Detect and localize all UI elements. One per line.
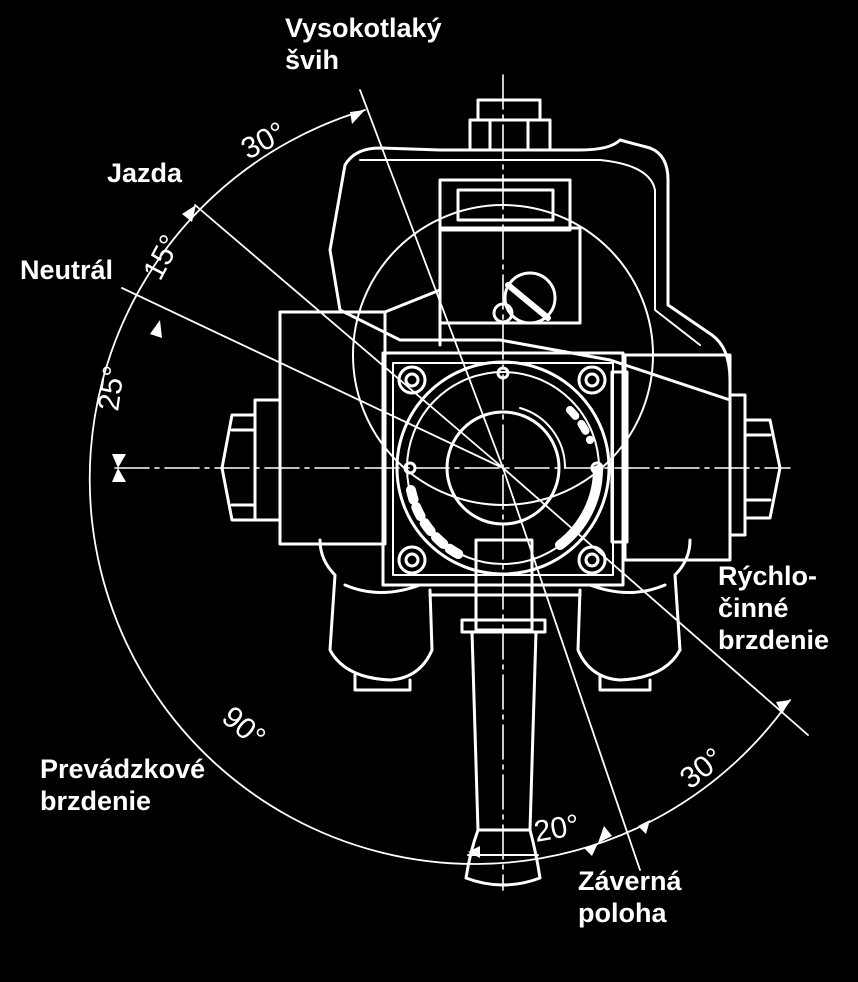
angle-25: 25°	[92, 363, 131, 413]
valve-body-outline	[328, 138, 732, 402]
line-neutral	[121, 287, 504, 469]
left-block	[220, 288, 442, 546]
position-lines	[121, 89, 809, 871]
line-drive	[194, 204, 504, 469]
line-high-pressure	[359, 89, 504, 469]
line-lockout	[502, 467, 641, 871]
label-rapid-braking: Rýchlo- činné brzdenie	[718, 561, 830, 655]
angle-15: 15°	[137, 230, 187, 286]
line-rapid-braking	[502, 467, 809, 736]
lower-cylinders	[318, 538, 692, 692]
top-nut	[468, 98, 552, 152]
upper-boss	[438, 178, 582, 325]
angle-arc	[88, 109, 791, 865]
right-block	[610, 353, 782, 562]
label-drive: Jazda	[107, 158, 183, 188]
label-service-braking: Prevádzkové brzdenie	[40, 754, 206, 816]
label-neutral: Neutrál	[20, 255, 114, 285]
rotary-dial	[395, 360, 611, 576]
angle-20: 20°	[531, 809, 581, 849]
angle-30-right: 30°	[674, 742, 730, 796]
label-high-pressure: Vysokotlaký švih	[285, 13, 442, 75]
center-lines	[114, 74, 791, 891]
body-inner-line	[359, 159, 701, 346]
label-lockout-position: Záverná poloha	[578, 866, 682, 928]
angle-90: 90°	[216, 700, 272, 754]
arc-arrowheads	[112, 110, 790, 858]
slotted-screw	[492, 271, 557, 325]
angle-30-top: 30°	[236, 116, 292, 166]
